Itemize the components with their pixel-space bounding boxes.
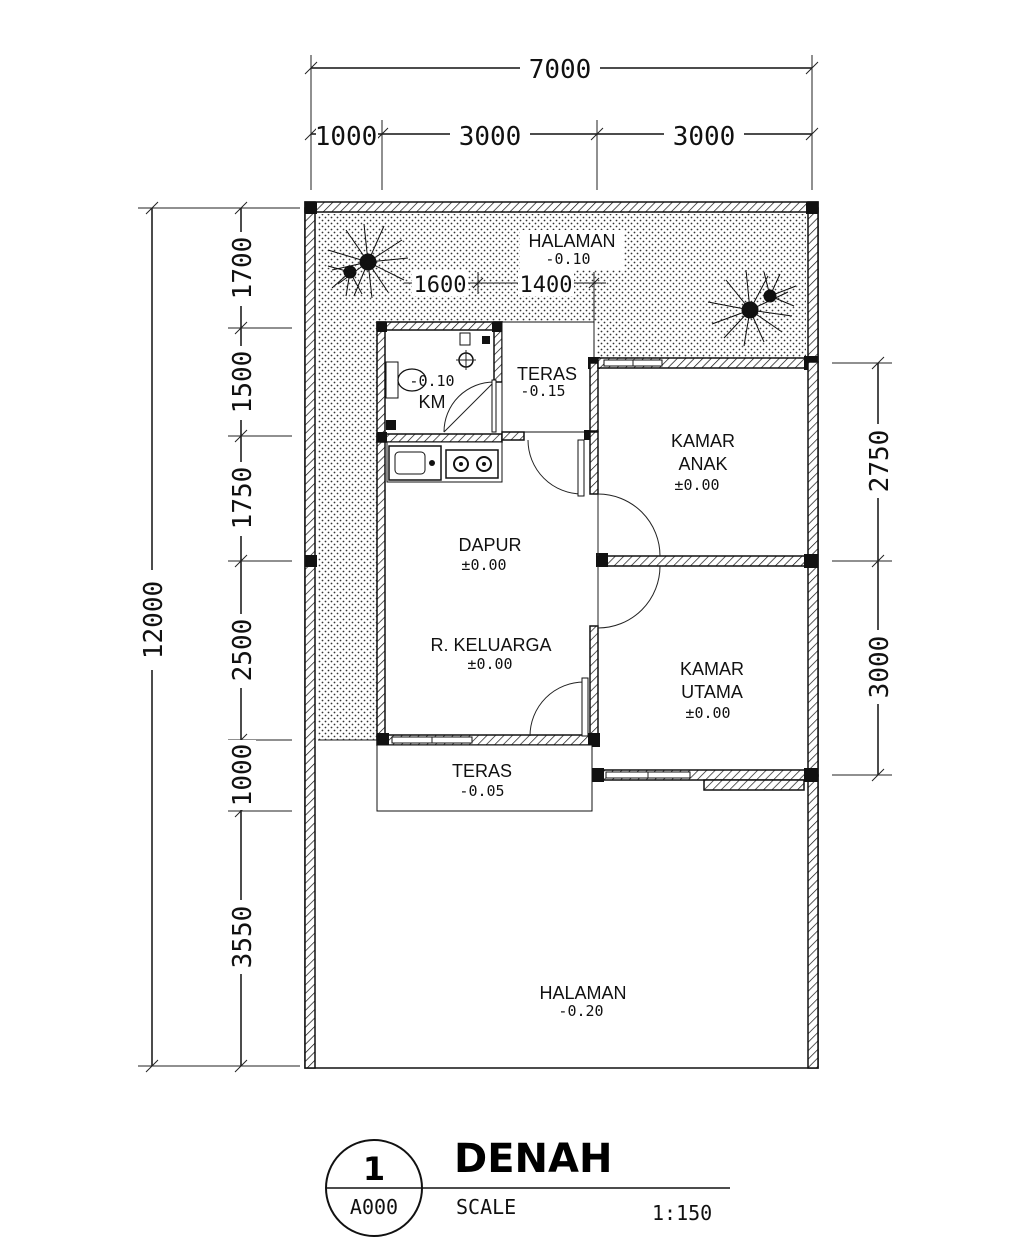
left-dimensions: 12000 1700 1500 1750 2500 1000 3550 — [136, 201, 300, 1073]
level-teras-front: -0.05 — [459, 782, 504, 800]
shower-icon — [456, 332, 490, 370]
dim-top-3: 3000 — [673, 122, 736, 152]
title-block: 1 A000 DENAH SCALE 1:150 — [325, 1136, 730, 1237]
dim-total-length: 12000 — [139, 581, 169, 659]
level-kamar-utama: ±0.00 — [685, 704, 730, 722]
room-kamar-utama-2: UTAMA — [681, 682, 743, 702]
room-halaman-top: HALAMAN — [528, 231, 615, 251]
toilet-icon — [385, 361, 427, 430]
level-teras-back: -0.15 — [520, 382, 565, 400]
level-r-keluarga: ±0.00 — [467, 655, 512, 673]
dim-left-1: 1700 — [228, 237, 258, 300]
level-kamar-anak: ±0.00 — [674, 476, 719, 494]
room-halaman-bottom: HALAMAN — [539, 983, 626, 1003]
inner-dimensions: 1600 1400 — [404, 270, 606, 340]
room-kamar-anak-2: ANAK — [678, 454, 727, 474]
room-kamar-anak-1: KAMAR — [671, 431, 735, 451]
dim-inner-2: 1400 — [520, 273, 573, 298]
top-dimensions: 7000 1000 3000 3000 — [304, 50, 819, 190]
dim-left-2: 1500 — [228, 351, 258, 414]
dim-top-2: 3000 — [459, 122, 522, 152]
tree-icon-right — [707, 269, 797, 347]
room-r-keluarga: R. KELUARGA — [430, 635, 551, 655]
dim-left-6: 3550 — [228, 906, 258, 969]
level-halaman-bottom: -0.20 — [558, 1002, 603, 1020]
room-teras-front: TERAS — [452, 761, 512, 781]
level-km: -0.10 — [409, 372, 454, 390]
level-dapur: ±0.00 — [461, 556, 506, 574]
dim-left-5: 1000 — [228, 744, 258, 807]
room-dapur: DAPUR — [458, 535, 521, 555]
right-dimensions: 2750 3000 — [832, 356, 895, 782]
dim-right-2: 3000 — [865, 636, 895, 699]
drawing-title: DENAH — [454, 1136, 612, 1182]
room-teras-back: TERAS — [517, 364, 577, 384]
dim-right-1: 2750 — [865, 430, 895, 493]
dim-inner-1: 1600 — [414, 273, 467, 298]
level-halaman-top: -0.10 — [545, 250, 590, 268]
drawing-number: 1 — [363, 1150, 385, 1188]
dim-top-1: 1000 — [315, 122, 378, 152]
room-km: KM — [419, 392, 446, 412]
sheet-number: A000 — [350, 1195, 398, 1219]
room-labels: HALAMAN -0.10 -0.10 KM TERAS -0.15 KAMAR… — [409, 230, 744, 1020]
scale-value: 1:150 — [652, 1201, 712, 1225]
tree-icon-left — [327, 223, 409, 299]
dim-left-3: 1750 — [228, 467, 258, 530]
house-walls — [318, 321, 819, 812]
dim-total-width: 7000 — [529, 55, 592, 85]
doors — [443, 379, 661, 737]
room-kamar-utama-1: KAMAR — [680, 659, 744, 679]
dim-left-4: 2500 — [228, 619, 258, 682]
scale-label: SCALE — [456, 1195, 516, 1219]
